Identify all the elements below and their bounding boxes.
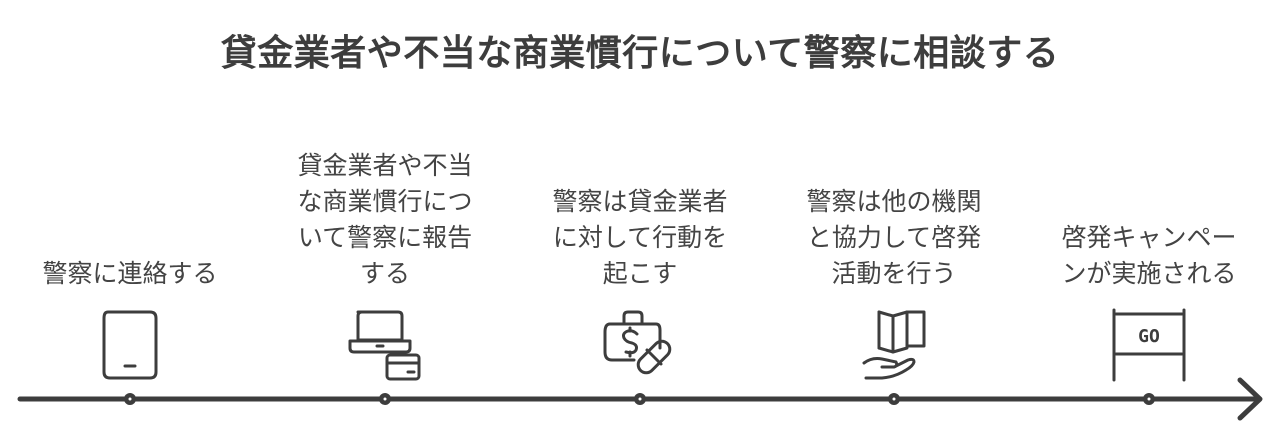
timeline-node	[124, 393, 136, 405]
tablet-icon	[102, 310, 158, 380]
timeline-node	[379, 393, 391, 405]
step-5-label: 啓発キャンペー ンが実施される	[1061, 223, 1237, 288]
step-1-label: 警察に連絡する	[42, 259, 218, 288]
timeline-node	[1143, 393, 1155, 405]
timeline-node	[888, 393, 900, 405]
book-hand-icon	[862, 310, 926, 380]
go-sign-text: GO	[1138, 326, 1160, 347]
diagram-title: 貸金業者や不当な商業慣行について警察に相談する	[220, 33, 1060, 74]
go-sign-icon	[1112, 308, 1186, 382]
money-bag-pill-icon	[603, 310, 672, 375]
step-4-label: 警察は他の機関 と協力して啓発 活動を行う	[806, 187, 982, 288]
step-3-label: 警察は貸金業者 に対して行動を 起こす	[552, 187, 728, 288]
timeline-node	[634, 393, 646, 405]
step-2-label: 貸金業者や不当 な商業慣行につ いて警察に報告 する	[297, 151, 473, 288]
laptop-card-icon	[348, 310, 421, 381]
timeline-arrow-icon	[1237, 377, 1263, 421]
